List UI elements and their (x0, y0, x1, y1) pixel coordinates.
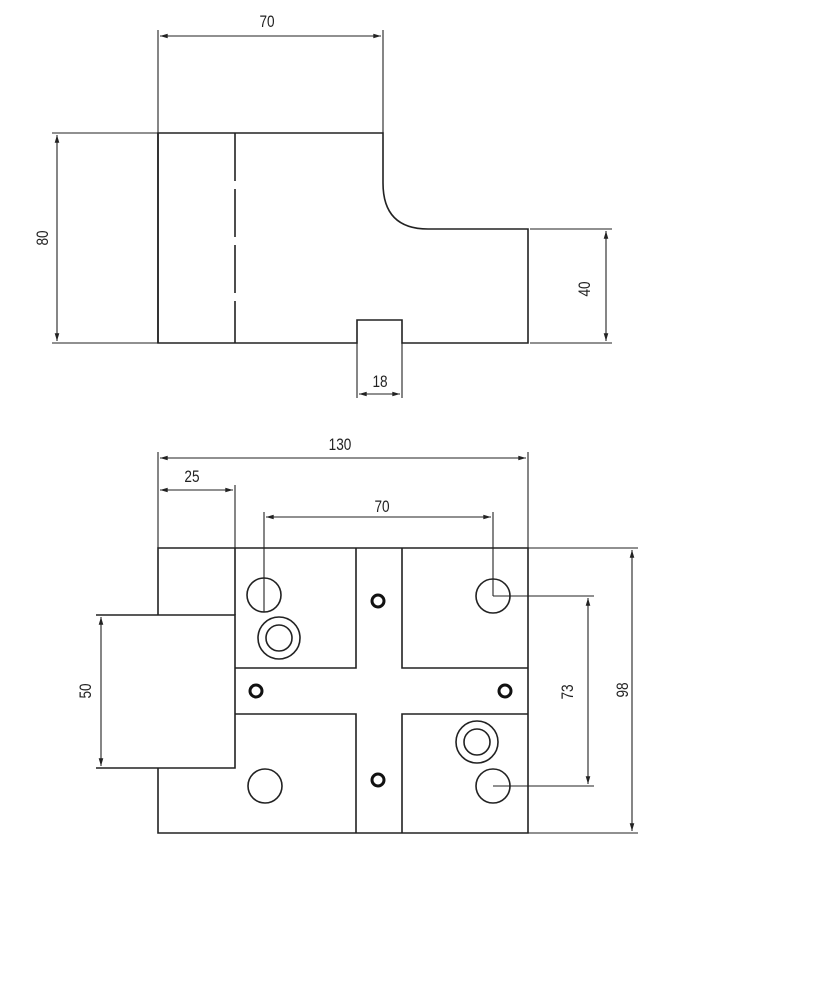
counterbore-outer (455, 720, 499, 764)
pin-hole (497, 683, 513, 699)
top-view: 130 25 70 50 73 98 (77, 436, 638, 834)
cross-slot-bottom-right (401, 713, 528, 833)
dim-label-height-total: 80 (34, 230, 53, 245)
front-outline (157, 132, 529, 344)
dim-label-tab-height: 50 (77, 683, 96, 698)
dim-label-notch-width: 18 (372, 373, 387, 392)
dim-label-left-offset: 25 (184, 468, 199, 487)
front-view: 70 80 40 18 (34, 13, 612, 398)
dim-label-height-step: 40 (576, 281, 595, 296)
dim-label-overall-depth: 98 (614, 682, 633, 697)
pin-hole (370, 593, 386, 609)
pin-hole (248, 683, 264, 699)
side-tab (96, 614, 236, 769)
cross-slot-top-right (401, 548, 528, 669)
cross-slot-bottom-left (235, 713, 357, 833)
cross-slot-top-left (235, 548, 357, 669)
dim-label-hole-spacing-y: 73 (559, 684, 578, 699)
dim-label-overall-width: 130 (329, 436, 352, 455)
dim-label-width-top: 70 (259, 13, 274, 32)
counterbore-inner (463, 728, 491, 756)
dim-label-hole-spacing-x: 70 (374, 498, 389, 517)
counterbore-outer (257, 616, 301, 660)
top-outline (157, 547, 529, 834)
counterbore-inner (265, 624, 293, 652)
bolt-hole (247, 768, 283, 804)
pin-hole (370, 772, 386, 788)
